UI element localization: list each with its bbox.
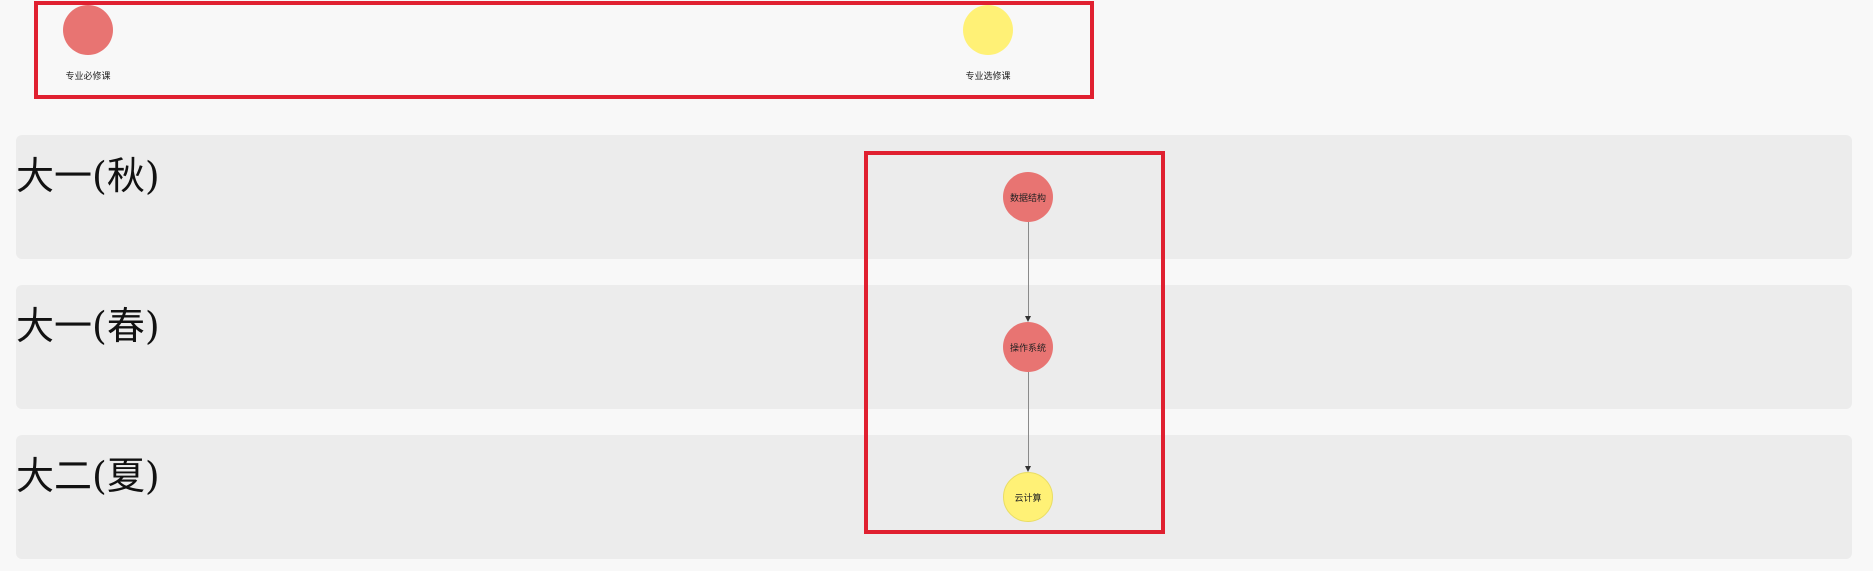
required-course-swatch (63, 5, 113, 55)
term-label: 大二(夏) (16, 454, 160, 498)
legend-item-elective: 专业选修课 (938, 5, 1038, 82)
prerequisite-edge (1028, 372, 1029, 469)
legend-item-required: 专业必修课 (38, 5, 138, 82)
course-node[interactable]: 数据结构 (1003, 172, 1053, 222)
legend-label: 专业必修课 (65, 72, 111, 82)
term-band: 大二(夏) (16, 435, 1852, 559)
course-node[interactable]: 云计算 (1003, 472, 1053, 522)
term-band: 大一(秋) (16, 135, 1852, 259)
course-label: 操作系统 (1009, 343, 1046, 354)
term-label: 大一(春) (16, 304, 160, 348)
course-node[interactable]: 操作系统 (1003, 322, 1053, 372)
legend-label: 专业选修课 (965, 72, 1011, 82)
elective-course-swatch (963, 5, 1013, 55)
course-label: 云计算 (1014, 493, 1042, 504)
course-flow-highlight (864, 151, 1165, 534)
prerequisite-edge (1028, 222, 1029, 319)
term-band: 大一(春) (16, 285, 1852, 409)
arrow-head-icon (1025, 466, 1031, 472)
legend: 专业必修课 专业选修课 (34, 1, 1094, 99)
arrow-head-icon (1025, 316, 1031, 322)
course-label: 数据结构 (1009, 193, 1046, 204)
term-label: 大一(秋) (16, 154, 160, 198)
